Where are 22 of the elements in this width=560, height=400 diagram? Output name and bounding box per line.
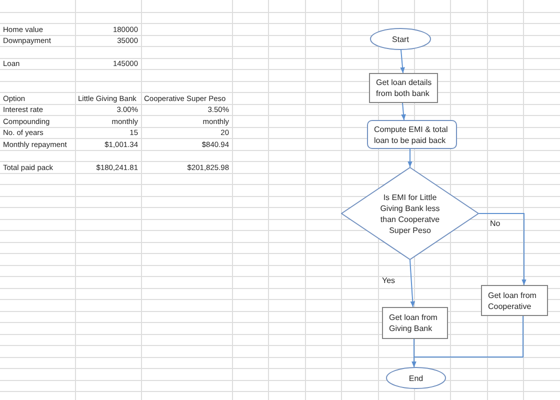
arrow	[412, 316, 524, 368]
step-text: Is EMI for Little Giving Bank less than Cooperatve Super Peso	[379, 192, 441, 236]
step-text: Get loan from Giving Bank	[389, 312, 438, 334]
arrow	[401, 102, 406, 120]
terminal-ellipse	[386, 367, 446, 389]
edge-label: Yes	[382, 276, 396, 286]
process-box	[481, 285, 548, 316]
step-text: Compute EMI & total loan to be paid back	[374, 124, 449, 146]
arrow	[408, 148, 412, 168]
step-text: Start	[392, 34, 409, 44]
arrow	[478, 213, 526, 286]
decision-diamond	[341, 167, 479, 260]
process-box	[382, 307, 448, 339]
arrow	[400, 50, 405, 74]
terminal-ellipse	[370, 28, 431, 50]
edge-label: No	[490, 218, 500, 228]
step-text: End	[408, 372, 424, 384]
arrow	[410, 260, 416, 308]
process-box	[367, 120, 457, 149]
step-text: Get loan from Cooperative	[488, 290, 538, 312]
process-box	[369, 73, 438, 103]
step-text: Get loan details from both bank	[376, 77, 433, 99]
